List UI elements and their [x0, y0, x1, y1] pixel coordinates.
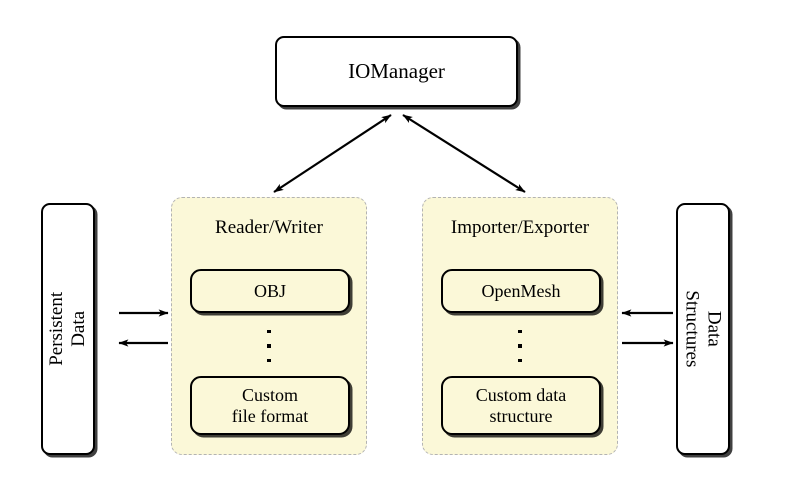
- openmesh-node[interactable]: OpenMesh: [441, 269, 601, 313]
- custom-file-format-node[interactable]: Custom file format: [190, 376, 350, 435]
- persistent-data-node[interactable]: Persistent Data: [41, 203, 95, 455]
- reader-writer-ellipsis-icon: [172, 326, 366, 366]
- importer-exporter-ellipsis-icon: [423, 326, 617, 366]
- openmesh-label: OpenMesh: [481, 280, 561, 301]
- data-structures-node[interactable]: Data Structures: [676, 203, 730, 455]
- importer-exporter-group[interactable]: Importer/Exporter OpenMesh Custom data s…: [422, 197, 618, 455]
- arrow-manager-importer-exporter: [402, 114, 526, 193]
- custom-file-format-label: Custom file format: [231, 384, 309, 426]
- obj-node[interactable]: OBJ: [190, 269, 350, 313]
- arrow-manager-reader-writer: [273, 114, 392, 193]
- persistent-data-label: Persistent Data: [46, 292, 90, 366]
- iomanager-node[interactable]: IOManager: [275, 36, 518, 107]
- obj-label: OBJ: [253, 280, 286, 301]
- custom-data-structure-node[interactable]: Custom data structure: [441, 376, 601, 435]
- iomanager-label: IOManager: [348, 59, 445, 84]
- custom-data-structure-label: Custom data structure: [475, 384, 567, 426]
- reader-writer-group[interactable]: Reader/Writer OBJ Custom file format: [171, 197, 367, 455]
- data-structures-label: Data Structures: [682, 290, 725, 368]
- reader-writer-title: Reader/Writer: [215, 217, 323, 238]
- importer-exporter-title: Importer/Exporter: [450, 217, 590, 238]
